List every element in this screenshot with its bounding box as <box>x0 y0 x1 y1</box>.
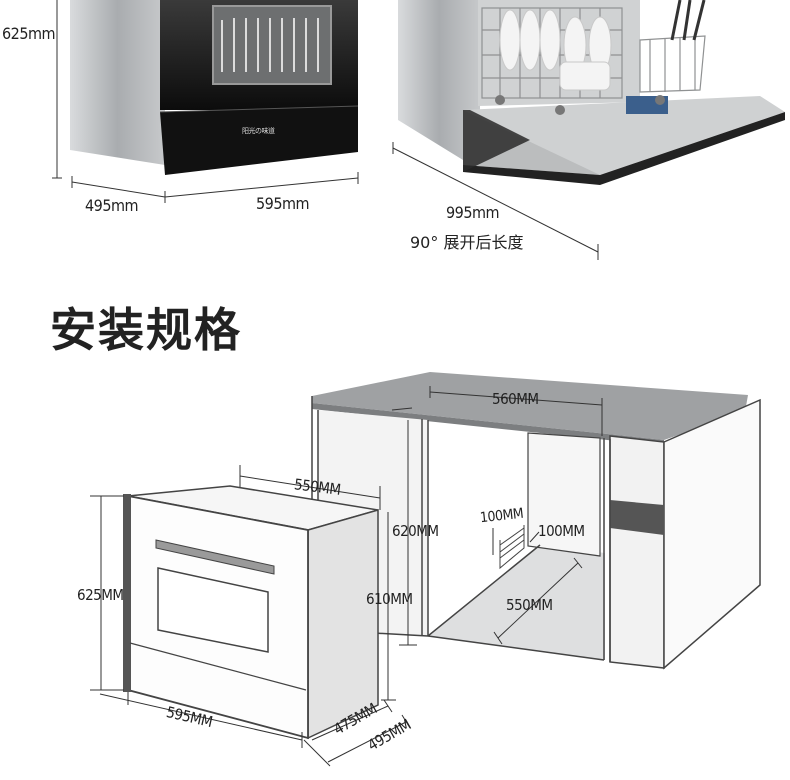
open-length-label: 995mm <box>446 203 500 222</box>
depth-label: 495mm <box>85 196 139 215</box>
built-in-unit-drawing <box>123 485 379 740</box>
install-dimension-lines <box>90 386 603 767</box>
top-dimension-lines <box>52 0 599 260</box>
cabinet-depth-label: 550MM <box>506 596 553 614</box>
brand-label: 阳光の味道 <box>242 127 275 135</box>
unit-height-side-label: 610MM <box>366 590 413 608</box>
width-label: 595mm <box>256 194 310 213</box>
section-title: 安装规格 <box>50 303 242 357</box>
open-dishwasher-image <box>398 0 785 185</box>
notch-depth-label: 100MM <box>538 522 585 540</box>
unit-height-label: 625MM <box>77 586 124 604</box>
open-caption: 90° 展开后长度 <box>410 233 524 252</box>
cabinet-width-label: 560MM <box>492 390 539 408</box>
cabinet-height-label: 620MM <box>392 522 439 540</box>
height-label: 625mm <box>2 24 56 43</box>
cabinet-drawing <box>311 372 761 670</box>
closed-dishwasher-image <box>70 0 359 175</box>
